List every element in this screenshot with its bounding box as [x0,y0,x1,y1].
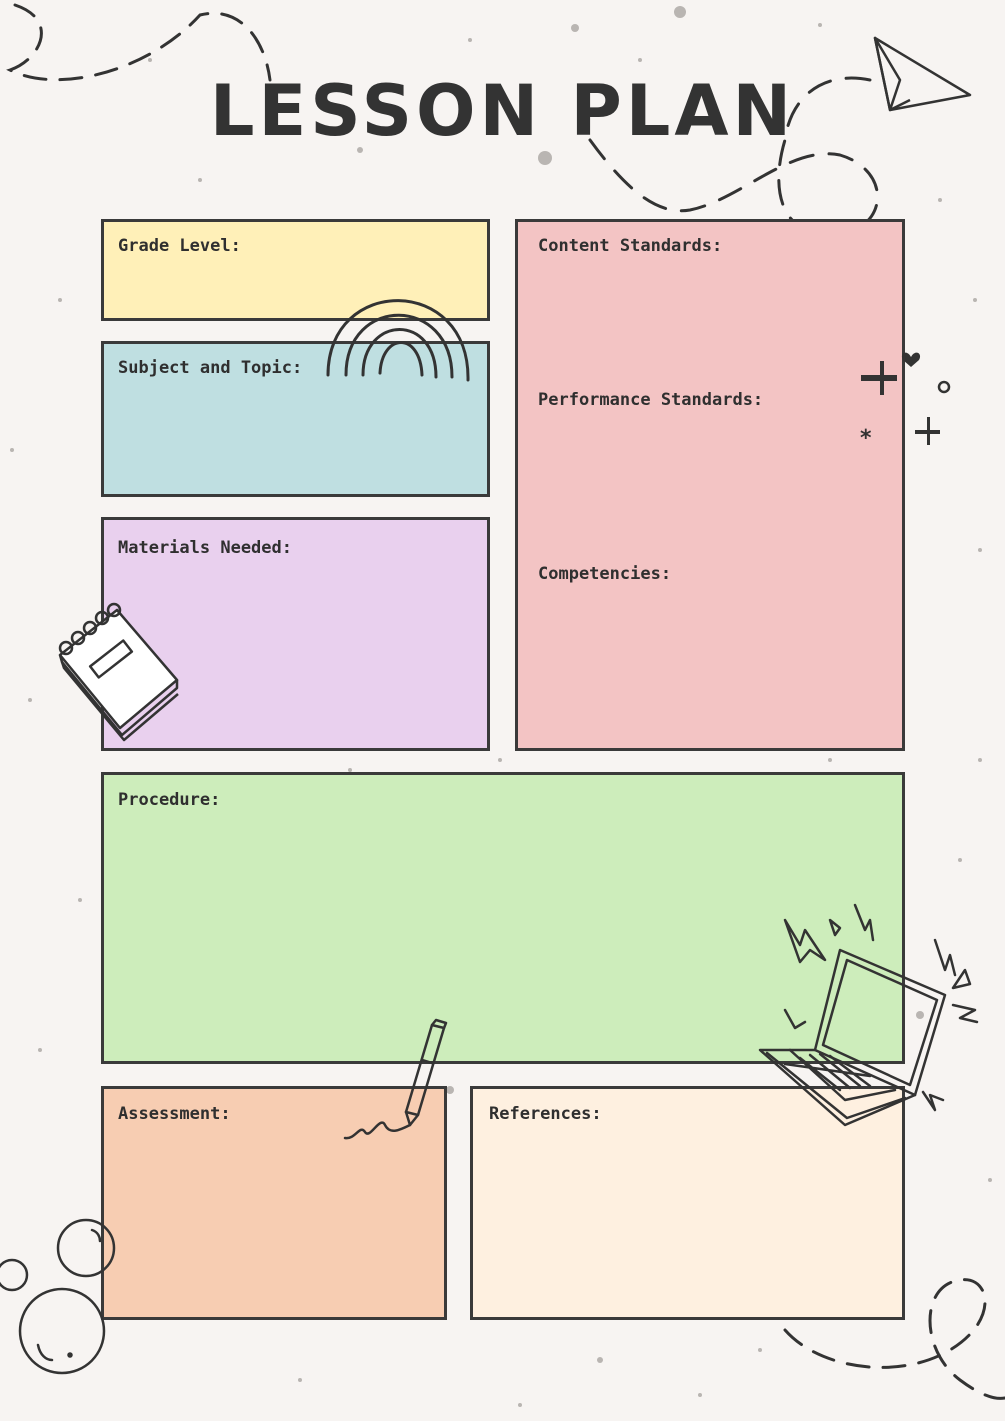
subject-topic-box[interactable] [101,341,490,497]
page-title: LESSON PLAN [209,70,796,152]
procedure-box[interactable] [101,772,905,1064]
standards-box[interactable] [515,219,905,751]
sparkle-icon: * [860,352,951,451]
grade-level-label: Grade Level: [118,236,241,256]
grade-level-box[interactable] [101,219,490,321]
assessment-box[interactable] [101,1086,447,1320]
bubbles-icon [0,1218,116,1375]
rainbow-icon [326,299,470,382]
paper-plane-icon [588,36,972,237]
references-label: References: [489,1104,602,1124]
materials-label: Materials Needed: [118,538,292,558]
dashed-trail-icon [783,1278,1005,1400]
subject-topic-label: Subject and Topic: [118,358,303,378]
dashed-trail-icon [6,3,272,82]
references-box[interactable] [470,1086,905,1320]
materials-box[interactable] [101,517,490,751]
content-standards-label: Content Standards: [538,236,723,256]
heart-icon [901,352,921,367]
competencies-label: Competencies: [538,564,672,584]
svg-text:*: * [860,426,872,451]
notebook-icon [58,602,179,742]
procedure-label: Procedure: [118,790,221,810]
laptop-icon [758,903,979,1127]
pencil-icon [343,1018,448,1140]
performance-standards-label: Performance Standards: [538,390,764,410]
assessment-label: Assessment: [118,1104,231,1124]
